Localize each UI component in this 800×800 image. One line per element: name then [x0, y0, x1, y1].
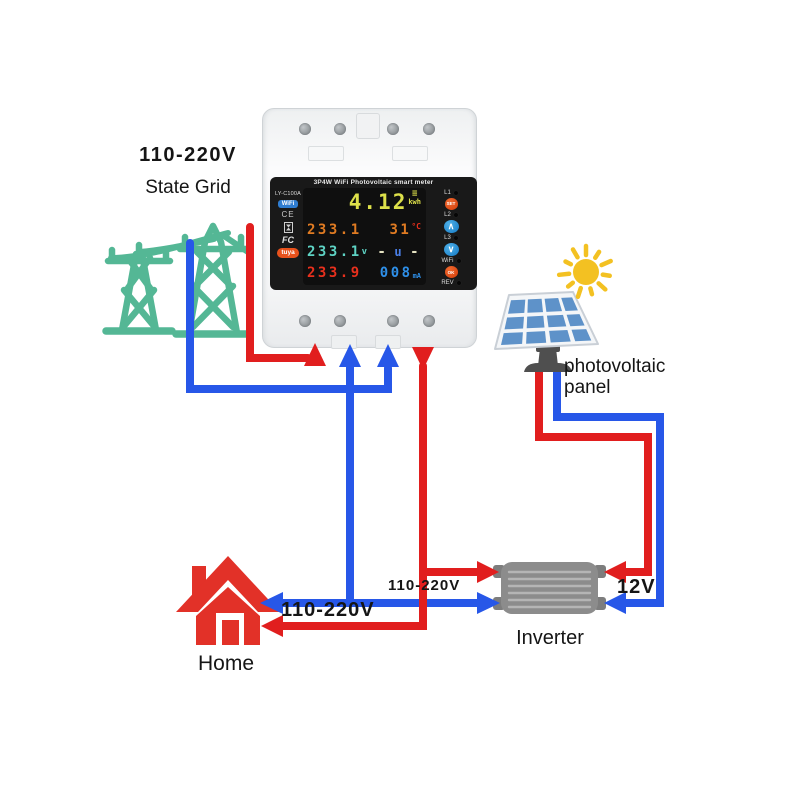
led-l2 — [453, 212, 458, 217]
meter-lcd-display: 4.12 ≡ kwh 233.1 31 °C 233.1 — [303, 188, 426, 285]
display-u-symbol: u — [394, 244, 405, 259]
display-dash: - — [377, 243, 389, 260]
inverter-dc-voltage-label: 12V — [617, 576, 656, 598]
screw-icon — [299, 315, 311, 327]
ok-button: OK — [444, 266, 458, 278]
transmission-towers-icon — [102, 222, 254, 338]
led-wifi — [456, 259, 461, 264]
voltage-b-unit: v — [361, 246, 368, 257]
energy-unit: kwh — [408, 198, 421, 206]
led-rev — [456, 281, 461, 285]
terminal-slot — [392, 146, 428, 161]
label-rev: REV — [441, 280, 454, 286]
mount-tab — [375, 335, 401, 349]
current-reading: 008 — [379, 264, 413, 281]
meter-button-column: L1 SET L2 ∧ L3 ∨ WiFi OK REV — [428, 187, 474, 287]
temperature-reading: 31 — [389, 222, 412, 239]
din-clip-tab — [356, 113, 380, 139]
screw-icon — [423, 315, 435, 327]
voltage-a-reading: 233.1 — [307, 222, 362, 239]
pv-panel-label: photovoltaic panel — [564, 356, 666, 398]
terminal-slot — [308, 146, 344, 161]
voltage-c-reading: 233.9 — [307, 264, 362, 281]
grid-voltage-label: 110-220V — [139, 144, 237, 166]
up-button: ∧ — [443, 219, 459, 233]
meter-output-red-wire — [261, 347, 499, 637]
wifi-badge: WiFi — [277, 199, 299, 208]
display-dash: - — [410, 243, 421, 260]
home-voltage-label: 110-220V — [281, 599, 375, 621]
screw-icon — [387, 315, 399, 327]
screw-icon — [299, 123, 311, 135]
down-button: ∨ — [443, 243, 459, 257]
home-name-label: Home — [197, 652, 255, 675]
meter-model: LY-C100A — [274, 191, 302, 197]
current-unit: mA — [412, 271, 421, 280]
screw-icon — [387, 123, 399, 135]
meter-output-blue-wire — [260, 344, 500, 614]
hourglass-cert-icon — [283, 221, 293, 233]
label-l3: L3 — [444, 235, 451, 241]
energy-reading: 4.12 — [348, 190, 408, 214]
screw-icon — [334, 315, 346, 327]
led-l3 — [453, 236, 458, 240]
label-l2: L2 — [444, 211, 451, 218]
energy-mark: ≡ — [411, 189, 418, 199]
led-l1 — [453, 191, 458, 195]
set-button: SET — [444, 198, 458, 210]
screw-icon — [423, 123, 435, 135]
home-door — [216, 613, 244, 645]
inverter-icon — [493, 562, 606, 614]
label-wifi: WiFi — [441, 258, 454, 265]
home-icon — [176, 556, 280, 645]
mount-tab — [331, 335, 357, 349]
temperature-unit: °C — [411, 221, 421, 231]
inverter-ac-voltage-label: 110-220V — [388, 577, 461, 594]
voltage-b-reading: 233.1 — [307, 243, 362, 260]
meter-front-panel: 3P4W WiFi Photovoltaic smart meter LY-C1… — [270, 177, 477, 290]
tuya-badge: tuya — [277, 247, 299, 258]
inverter-name-label: Inverter — [516, 627, 584, 649]
fcc-mark: FC — [282, 235, 294, 245]
sun-icon — [556, 243, 613, 299]
grid-name-label: State Grid — [145, 177, 231, 198]
screw-icon — [334, 123, 346, 135]
meter-title: 3P4W WiFi Photovoltaic smart meter — [313, 179, 434, 186]
label-l1: L1 — [444, 190, 451, 196]
meter-cert-column: LY-C100A WiFi CE FC tuya — [273, 187, 303, 287]
pv-red-wire — [535, 364, 652, 583]
solar-panel-icon — [494, 291, 599, 350]
ce-mark: CE — [281, 210, 295, 219]
smart-meter: 3P4W WiFi Photovoltaic smart meter LY-C1… — [262, 108, 477, 349]
